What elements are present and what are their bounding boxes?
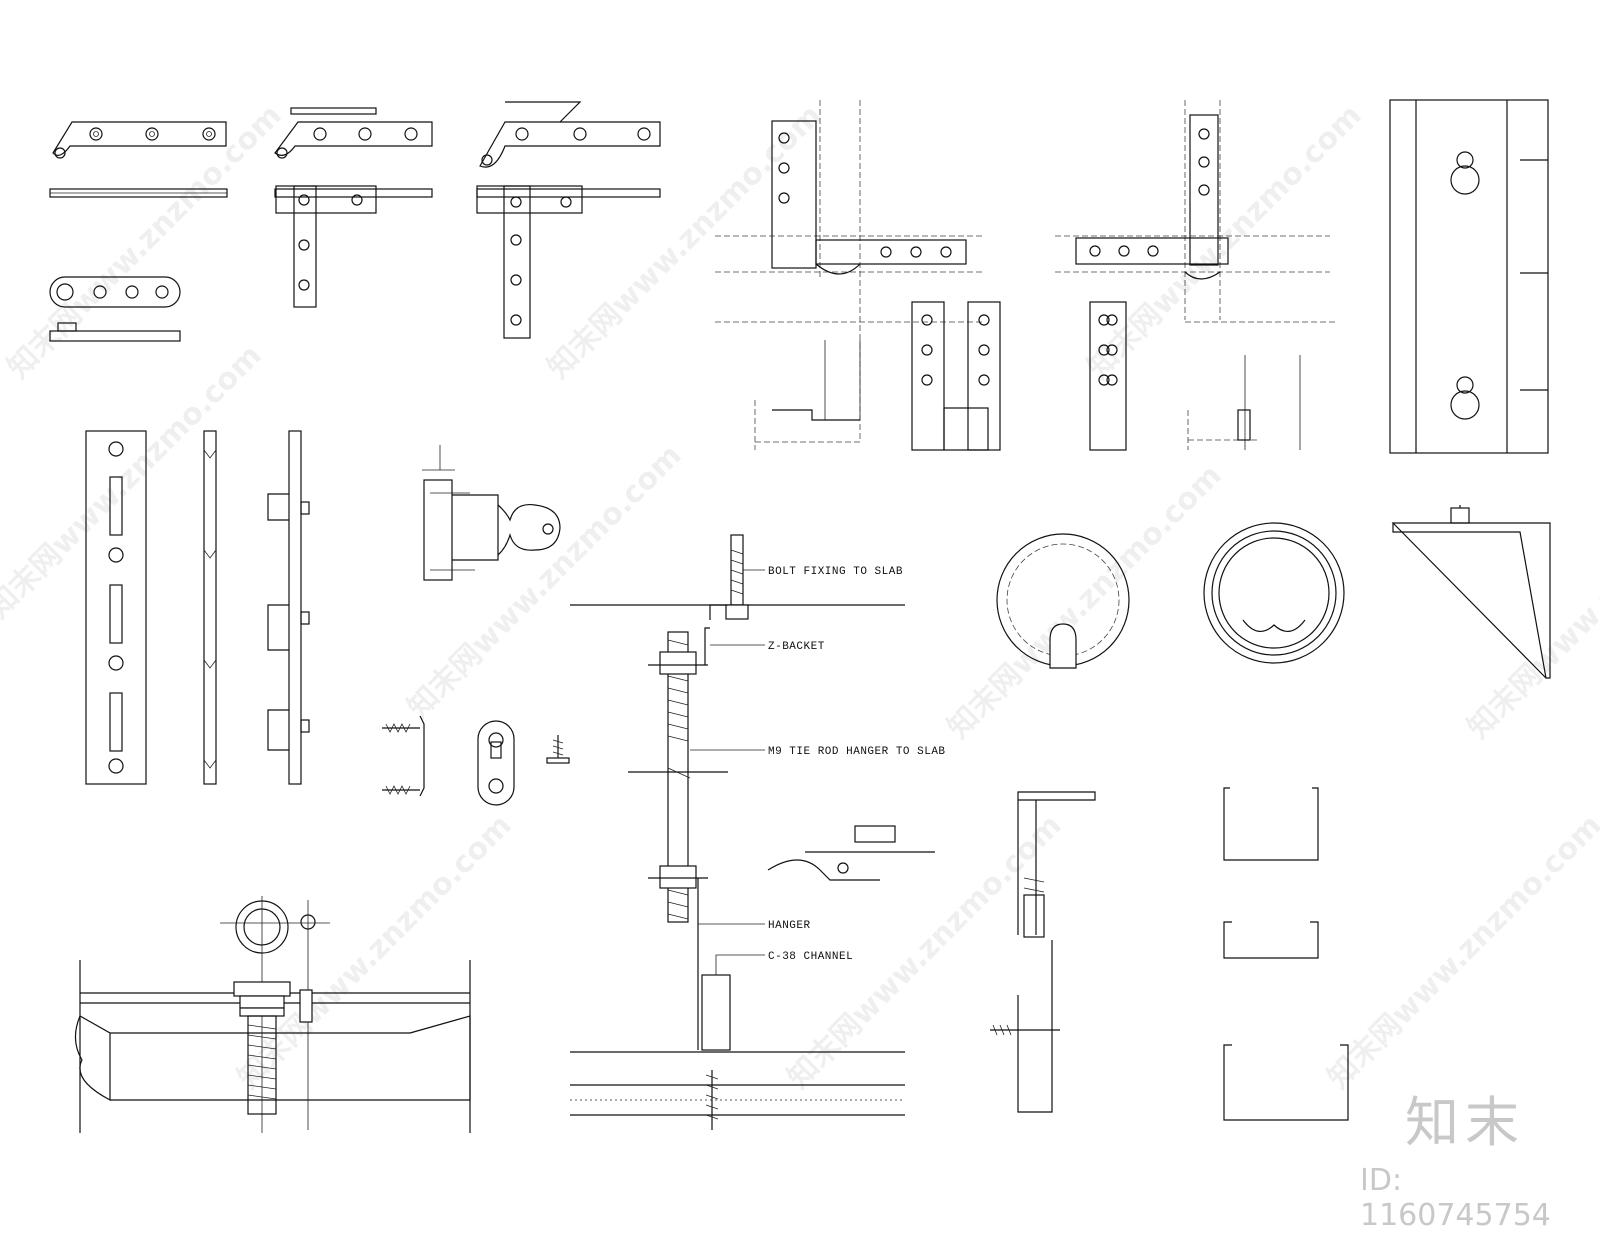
brand-logo: 知末: [1405, 1091, 1525, 1154]
grommet-open: [996, 533, 1130, 669]
screw-bracket: [382, 715, 425, 797]
corner-hinge-assembly-2: [1055, 100, 1335, 451]
c-channel-2: [1223, 921, 1319, 959]
pivot-hinge-1-plan: [49, 121, 228, 198]
watermark-text: 知末网www.znzmo.com: [0, 338, 269, 626]
watermark-layer: 知末网www.znzmo.com 知末网www.znzmo.com 知末网www…: [0, 98, 1600, 1096]
grommet-closed: [1203, 522, 1345, 664]
c-channel-1: [1223, 787, 1319, 861]
spring-clip-detail: [767, 825, 935, 881]
tie-rod-label: M9 TIE ROD HANGER TO SLAB: [768, 746, 946, 758]
ceiling-hanger-detail: BOLT FIXING TO SLAB Z-BACKET M9 TIE ROD …: [570, 534, 946, 1130]
corner-hinge-assembly-1: [715, 100, 985, 450]
c-channel-3: [1223, 1044, 1349, 1121]
l-hinge-front-1: [275, 185, 377, 308]
grommet-section-worktop: [74, 896, 471, 1133]
flat-strap: [49, 276, 181, 342]
watermark-text: 知末网www.znzmo.com: [941, 458, 1229, 746]
connector-strip-front: [85, 430, 147, 785]
u-hinge-plates: [911, 301, 1001, 451]
connector-strip-side-2: [267, 430, 310, 785]
hanger-label: HANGER: [768, 920, 811, 932]
watermark-text: 知末网www.znzmo.com: [1461, 458, 1600, 746]
watermark-text: 知末网www.znzmo.com: [401, 438, 689, 726]
small-screw: [546, 735, 570, 764]
z-backet-label: Z-BACKET: [768, 641, 825, 653]
connector-strip-side-1: [203, 430, 217, 785]
cam-lock-section: [422, 445, 561, 581]
pivot-hinge-2-plan: [274, 107, 433, 198]
l-hinge-front-2: [476, 185, 583, 339]
watermark-text: 知末网www.znzmo.com: [231, 808, 519, 1096]
bolt-fixing-label: BOLT FIXING TO SLAB: [768, 566, 903, 578]
watermark-text: 知末网www.znzmo.com: [541, 98, 829, 386]
keyhole-panel: [1389, 99, 1549, 454]
pivot-hinge-3-plan: [476, 101, 661, 198]
watermark-text: 知末网www.znzmo.com: [1321, 808, 1600, 1096]
keyhole-plate: [477, 720, 515, 806]
channel-label: C-38 CHANNEL: [768, 951, 853, 963]
image-id-label: ID: 1160745754: [1360, 1163, 1551, 1233]
angle-hanger-clip: [990, 791, 1096, 1113]
watermark-text: 知末网www.znzmo.com: [1081, 98, 1369, 386]
triangle-bracket: [1391, 505, 1551, 679]
